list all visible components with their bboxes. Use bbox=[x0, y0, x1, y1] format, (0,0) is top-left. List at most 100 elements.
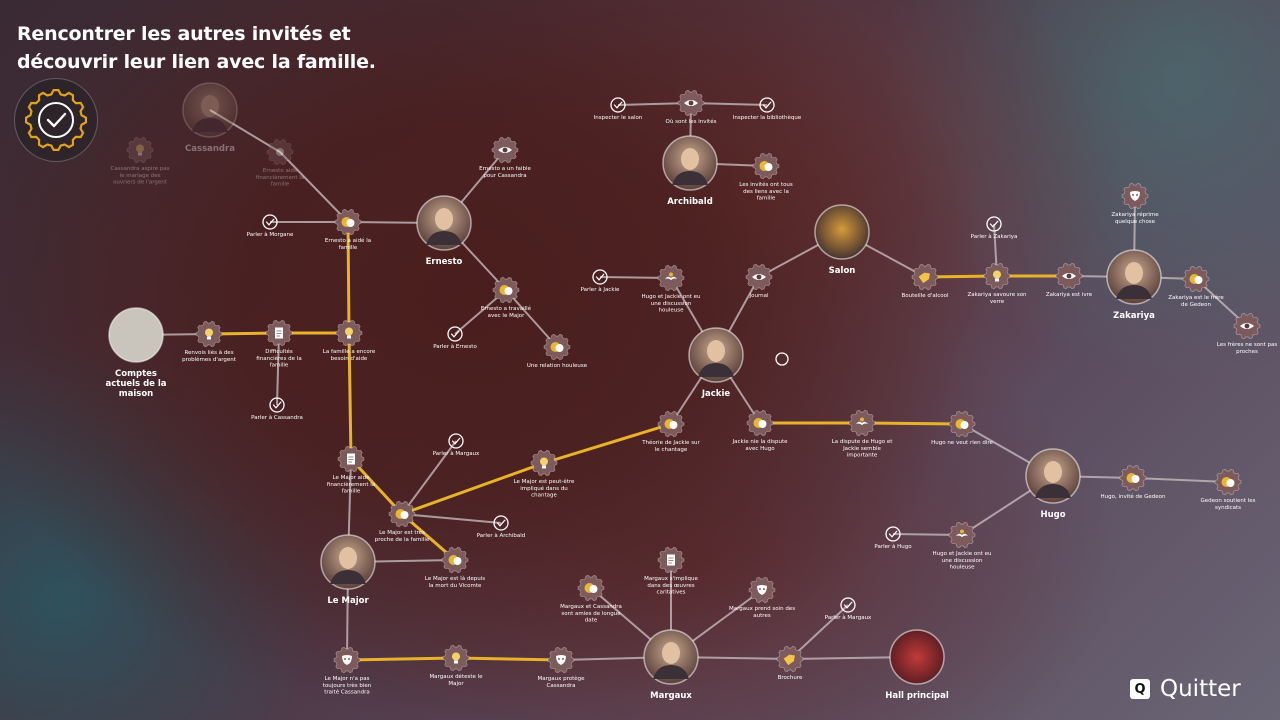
clue-bouteille[interactable]: Bouteille d'alcool bbox=[901, 263, 949, 299]
bulb-icon bbox=[205, 328, 213, 340]
character-major[interactable]: Le Major bbox=[320, 534, 376, 606]
speech-icon bbox=[759, 161, 773, 171]
clue-parler_cas[interactable]: Parler à Cassandra bbox=[251, 397, 303, 421]
character-margaux[interactable]: Margaux bbox=[643, 629, 699, 701]
portrait-face bbox=[681, 148, 699, 170]
clue-brochure[interactable]: Brochure bbox=[776, 645, 804, 681]
clue-ern_parler[interactable]: Parler à Ernesto bbox=[433, 326, 477, 350]
clue-hugo_dire[interactable]: Hugo ne veut rien dire bbox=[931, 410, 994, 446]
clue-label: Parler à Hugo bbox=[874, 543, 912, 550]
character-portrait bbox=[182, 82, 238, 138]
document-icon bbox=[275, 327, 283, 339]
clue-hugo_invite[interactable]: Hugo, invité de Gedeon bbox=[1100, 464, 1166, 500]
clue-zak_ivre[interactable]: Zakariya est ivre bbox=[1046, 262, 1093, 298]
eye-icon bbox=[1240, 323, 1254, 329]
clue-hugo_parler[interactable]: Parler à Hugo bbox=[874, 526, 912, 550]
character-zakariya[interactable]: Zakariya bbox=[1106, 249, 1162, 321]
check-icon bbox=[262, 214, 278, 230]
tag-icon bbox=[918, 272, 930, 284]
character-ernesto[interactable]: Ernesto bbox=[416, 195, 472, 267]
clue-maj_parler_arc[interactable]: Parler à Archibald bbox=[477, 515, 526, 539]
gear-icon bbox=[276, 148, 284, 156]
portrait-body bbox=[1035, 484, 1071, 498]
link-maj_proche-maj_parler_mar bbox=[401, 440, 457, 515]
mask-icon bbox=[342, 655, 352, 665]
clue-arc_ou[interactable]: Où sont les invités bbox=[666, 89, 717, 125]
clue-relation[interactable]: Une relation houleuse bbox=[527, 333, 588, 369]
speech-icon bbox=[1221, 477, 1235, 487]
portrait-face bbox=[201, 95, 219, 117]
check-icon bbox=[269, 397, 285, 413]
character-archibald[interactable]: Archibald bbox=[662, 135, 718, 207]
clue-journal[interactable]: Journal bbox=[745, 263, 773, 299]
clue-ern_talk[interactable]: Parler à Morgane bbox=[247, 214, 294, 238]
link-ern_trav-relation bbox=[505, 289, 558, 348]
character-hall[interactable]: Hall principal bbox=[885, 629, 949, 701]
speech-icon bbox=[499, 285, 513, 295]
clue-parler_mar2[interactable]: Parler à Margaux bbox=[825, 597, 872, 621]
character-hugo[interactable]: Hugo bbox=[1025, 448, 1081, 520]
link-hugo_invite-gedeon bbox=[1132, 477, 1229, 483]
character-salon[interactable]: Salon bbox=[814, 204, 870, 276]
mustache-icon bbox=[856, 417, 868, 425]
clue-label: Parler à Margaux bbox=[433, 450, 480, 457]
portrait-face bbox=[1044, 461, 1062, 483]
quit-button[interactable]: Q Quitter bbox=[1130, 676, 1241, 702]
portrait-face bbox=[1125, 262, 1143, 284]
clue-jac_parler[interactable]: Parler à Jackie bbox=[581, 269, 620, 293]
clue-arc_insp2[interactable]: Inspecter la bibliothèque bbox=[733, 97, 802, 121]
character-cassandra[interactable]: Cassandra bbox=[182, 82, 238, 154]
gear-frame-icon bbox=[126, 136, 154, 164]
clue-zak_parler[interactable]: Parler à Zakariya bbox=[971, 216, 1018, 240]
clue-label: Parler à Cassandra bbox=[251, 414, 303, 421]
clue-maj_parler_mar[interactable]: Parler à Margaux bbox=[433, 433, 480, 457]
link-maj_implique-chantage bbox=[543, 422, 672, 465]
character-jackie[interactable]: Jackie bbox=[688, 327, 744, 399]
check-icon bbox=[986, 216, 1002, 232]
portrait-face bbox=[435, 208, 453, 230]
clue-label: Parler à Margaux bbox=[825, 614, 872, 621]
character-label: Jackie bbox=[701, 389, 731, 399]
clue-arc_insp1[interactable]: Inspecter le salon bbox=[594, 97, 643, 121]
clue-label: Parler à Archibald bbox=[477, 532, 526, 539]
objective-complete-badge bbox=[14, 78, 98, 162]
speech-icon bbox=[584, 583, 598, 593]
